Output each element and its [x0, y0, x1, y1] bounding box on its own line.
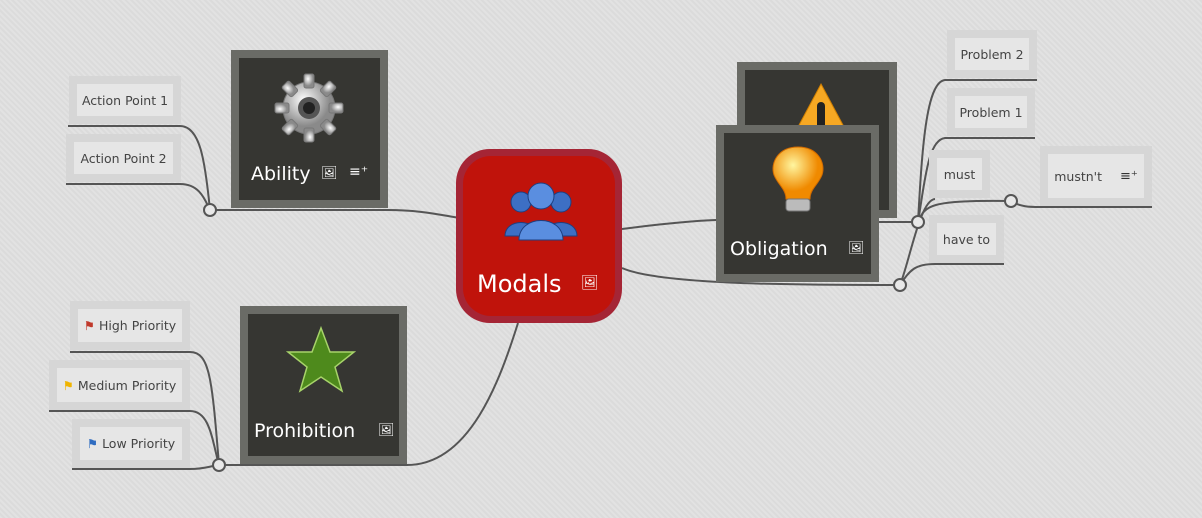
- lightbulb-icon: [772, 146, 824, 212]
- subtopic-action-point-2[interactable]: Action Point 2: [66, 134, 181, 182]
- image-icon[interactable]: 🖼: [848, 241, 865, 256]
- subtopic-have-to[interactable]: have to: [929, 215, 1004, 263]
- topic-ability[interactable]: Ability 🖼 ≡⁺: [231, 50, 388, 208]
- subtopic-must[interactable]: must: [929, 150, 990, 198]
- topic-label: Obligation: [730, 238, 828, 260]
- subtopic-medium-priority[interactable]: ⚑Medium Priority: [49, 360, 190, 410]
- gear-icon: [274, 73, 344, 143]
- topic-prohibition[interactable]: Prohibition 🖼: [240, 306, 407, 464]
- subtopic-problem-2[interactable]: Problem 2: [947, 30, 1037, 78]
- image-icon[interactable]: 🖼: [378, 423, 395, 438]
- topic-label: Prohibition: [254, 420, 356, 442]
- subtopic-low-priority[interactable]: ⚑Low Priority: [72, 419, 190, 468]
- subtopic-problem-1[interactable]: Problem 1: [947, 88, 1035, 136]
- note-icon[interactable]: ≡⁺: [349, 164, 369, 180]
- subtopic-high-priority[interactable]: ⚑High Priority: [70, 301, 190, 350]
- yellow-flag-icon: ⚑: [62, 377, 74, 393]
- topic-label: Ability: [251, 163, 311, 185]
- central-topic-modals[interactable]: Modals 🖼: [456, 149, 622, 323]
- topic-obligation[interactable]: Obligation 🖼: [716, 125, 879, 282]
- note-icon[interactable]: ≡⁺: [1120, 168, 1138, 184]
- subtopic-action-point-1[interactable]: Action Point 1: [69, 76, 181, 124]
- subtopic-mustnt[interactable]: mustn't≡⁺: [1040, 146, 1152, 206]
- users-icon: [504, 182, 578, 241]
- image-icon[interactable]: 🖼: [581, 275, 599, 291]
- central-label: Modals: [477, 270, 562, 298]
- blue-flag-icon: ⚑: [86, 436, 99, 451]
- image-icon[interactable]: 🖼: [321, 166, 338, 181]
- star-icon: [286, 326, 356, 393]
- red-flag-icon: ⚑: [83, 318, 95, 333]
